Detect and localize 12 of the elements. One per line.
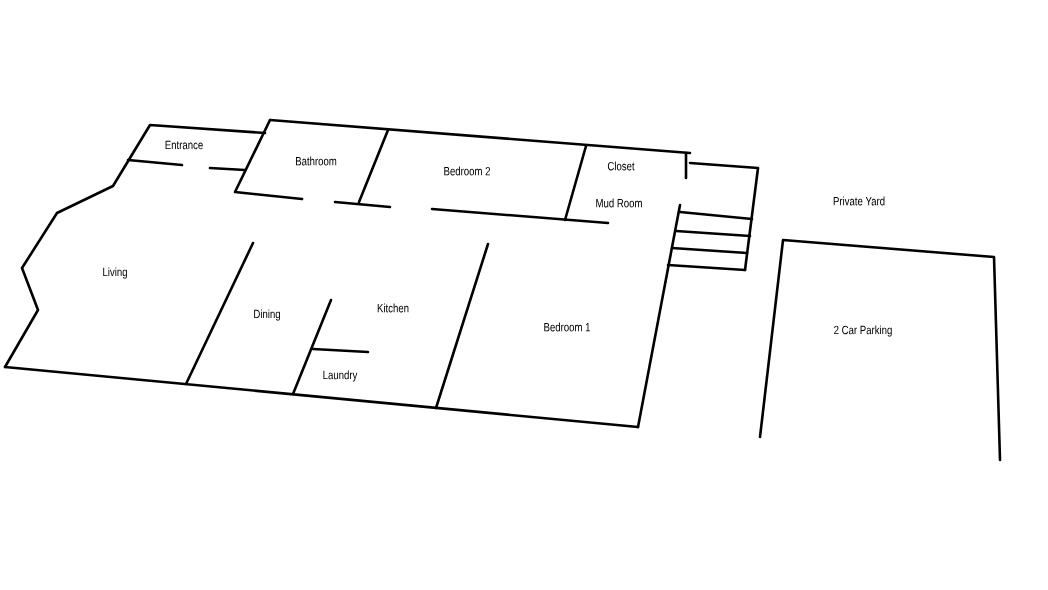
room-label: Closet [607, 161, 635, 171]
room-label: Entrance [165, 140, 203, 150]
room-label: Private Yard [833, 196, 885, 206]
room-label: Mud Room [596, 198, 642, 208]
room-label: Bathroom [296, 156, 337, 166]
room-label: Kitchen [377, 303, 409, 313]
room-label: Bedroom 2 [444, 166, 490, 176]
room-label: Bedroom 1 [544, 322, 590, 332]
room-label: Laundry [323, 370, 358, 382]
room-label: 2 Car Parking [834, 325, 892, 337]
room-label: Living [103, 267, 127, 279]
room-label: Dining [254, 309, 280, 321]
